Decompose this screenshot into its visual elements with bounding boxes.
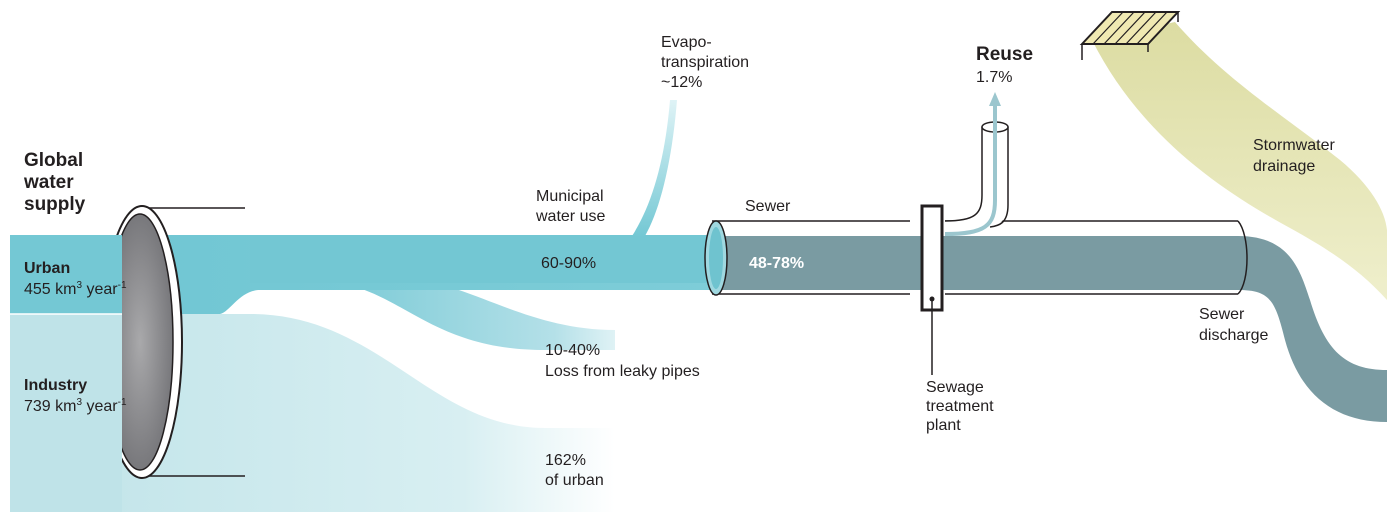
municipal-label-1: Municipal	[536, 188, 604, 205]
urban-amount: 455 km3 year-1	[24, 280, 127, 299]
urban-label: Urban	[24, 260, 71, 277]
treatment-label-2: treatment	[926, 398, 994, 415]
treatment-label-1: Sewage	[926, 379, 984, 396]
reuse-pipe	[944, 92, 1009, 236]
evapotranspiration-flow	[632, 100, 677, 236]
sewer-discharge-flow	[1238, 236, 1387, 422]
title-line-2: water	[24, 172, 74, 193]
evapo-label-1: Evapo-	[661, 34, 712, 51]
municipal-flow	[250, 235, 720, 283]
evapo-value: ~12%	[661, 74, 703, 91]
industry-percent-label: of urban	[545, 472, 604, 489]
leak-label: Loss from leaky pipes	[545, 363, 700, 380]
reuse-label: Reuse	[976, 44, 1034, 65]
industry-percent: 162%	[545, 452, 586, 469]
storm-grate-icon	[1079, 11, 1181, 60]
stormwater-flow	[1092, 22, 1387, 300]
leak-flow	[310, 280, 615, 350]
treatment-label-3: plant	[926, 417, 961, 434]
industry-amount: 739 km3 year-1	[24, 397, 127, 416]
title-line-3: supply	[24, 194, 86, 215]
sewer-value: 48-78%	[749, 255, 805, 272]
industry-label: Industry	[24, 377, 88, 394]
leak-value: 10-40%	[545, 342, 601, 359]
sewage-treatment-plant-icon	[920, 204, 944, 375]
municipal-label-2: water use	[536, 208, 606, 225]
stormwater-label-2: drainage	[1253, 158, 1316, 175]
title-line-1: Global	[24, 150, 84, 171]
sewer-label: Sewer	[745, 198, 791, 215]
municipal-value: 60-90%	[541, 255, 597, 272]
evapo-label-2: transpiration	[661, 54, 750, 71]
discharge-label-2: discharge	[1199, 327, 1269, 344]
reuse-value: 1.7%	[976, 69, 1013, 86]
stormwater-label-1: Stormwater	[1253, 137, 1335, 154]
discharge-label-1: Sewer	[1199, 306, 1245, 323]
supply-pipe-icon	[10, 205, 245, 512]
